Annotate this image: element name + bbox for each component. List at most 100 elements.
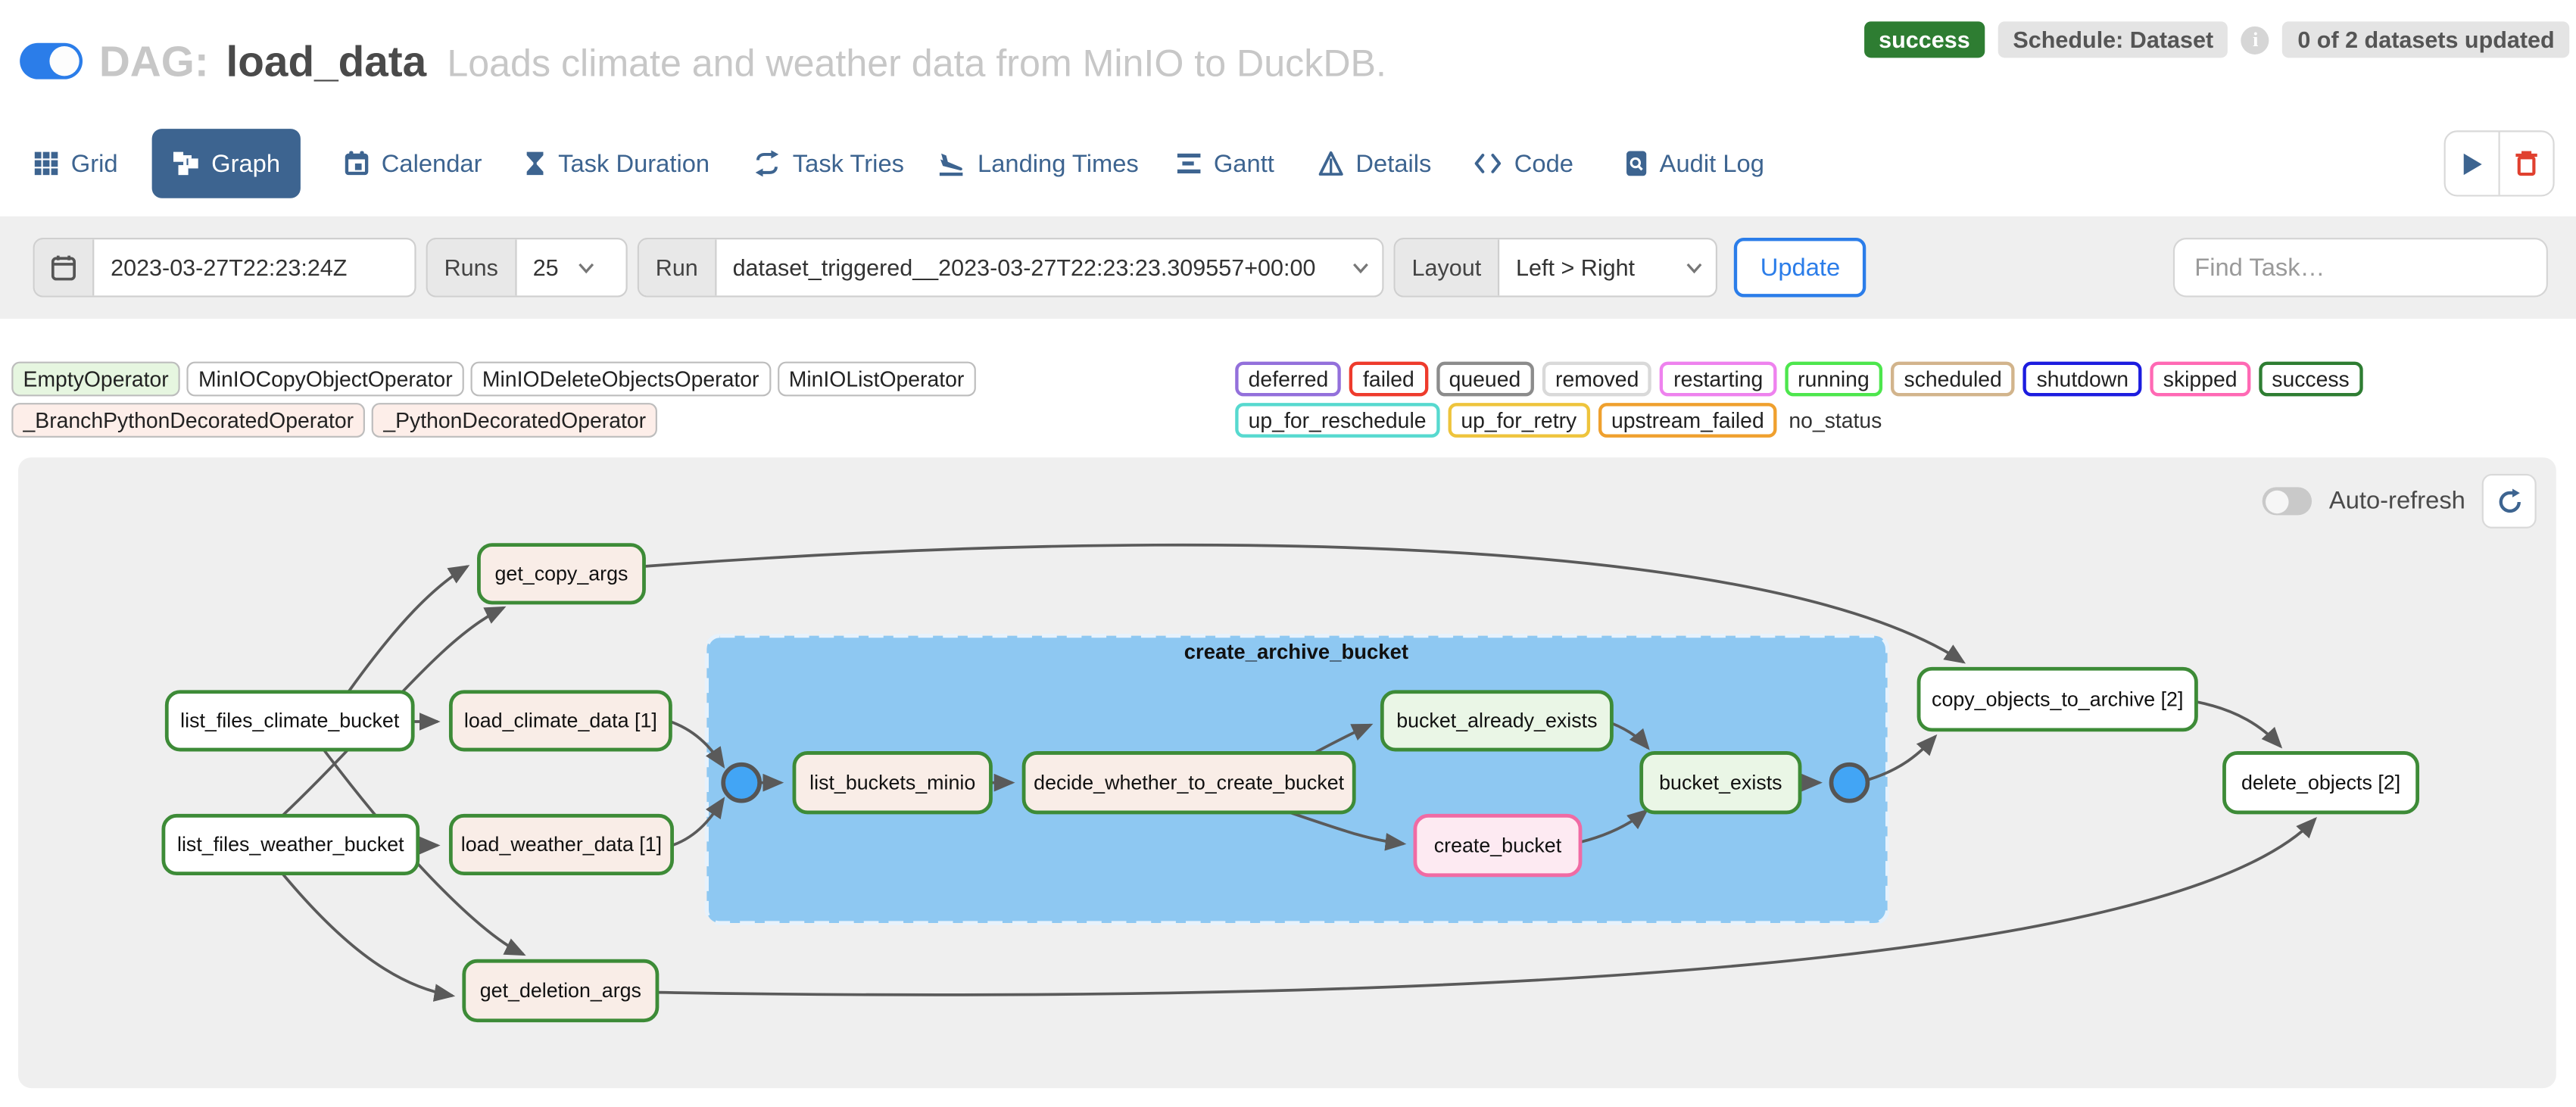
status-chip-restarting[interactable]: restarting — [1660, 361, 1776, 397]
status-chip-deferred[interactable]: deferred — [1235, 361, 1342, 397]
dag-title-line: DAG: load_data Loads climate and weather… — [99, 36, 1386, 88]
details-icon — [1318, 151, 1343, 176]
dag-pause-toggle[interactable] — [20, 42, 83, 80]
hourglass-icon — [526, 151, 544, 176]
task-node-create-bucket[interactable]: create_bucket — [1413, 813, 1583, 878]
task-node-decide-whether-to-create-bucket[interactable]: decide_whether_to_create_bucket — [1021, 751, 1356, 815]
trigger-dag-button[interactable] — [2446, 132, 2499, 195]
status-chip-skipped[interactable]: skipped — [2150, 361, 2250, 397]
group-join-node-in[interactable] — [721, 762, 762, 803]
auto-refresh-toggle[interactable] — [2263, 487, 2313, 516]
schedule-badge[interactable]: Schedule: Dataset — [1997, 21, 2228, 58]
trash-icon — [2515, 151, 2537, 176]
task-node-label: copy_objects_to_archive [2] — [1932, 688, 2183, 710]
group-join-node-out[interactable] — [1829, 762, 1870, 803]
status-chip-failed[interactable]: failed — [1349, 361, 1428, 397]
status-chip-removed[interactable]: removed — [1542, 361, 1652, 397]
dag-actions-group — [2443, 130, 2555, 197]
refresh-button[interactable] — [2481, 473, 2537, 529]
task-node-label: get_deletion_args — [480, 979, 641, 1002]
task-node-copy-objects-to-archive[interactable]: copy_objects_to_archive [2] — [1916, 666, 2198, 732]
tab-calendar[interactable]: Calendar — [323, 129, 501, 198]
task-group-label: create_archive_bucket — [1184, 640, 1408, 663]
tab-gantt[interactable]: Gantt — [1156, 129, 1295, 198]
layout-group: Layout Left > Right — [1393, 238, 1717, 298]
task-node-label: list_buckets_minio — [809, 771, 975, 794]
task-node-bucket-already-exists[interactable]: bucket_already_exists — [1380, 690, 1614, 752]
status-chip-queued[interactable]: queued — [1436, 361, 1534, 397]
datasets-badge[interactable]: 0 of 2 datasets updated — [2282, 21, 2570, 58]
tab-details[interactable]: Details — [1298, 129, 1452, 198]
run-label: Run — [638, 239, 716, 296]
task-node-label: load_climate_data [1] — [464, 709, 657, 732]
task-node-get-deletion-args[interactable]: get_deletion_args — [462, 959, 660, 1023]
run-state-badge[interactable]: success — [1863, 21, 1985, 58]
tab-task-duration[interactable]: Task Duration — [504, 129, 729, 198]
runs-select[interactable]: 25 — [532, 254, 559, 281]
task-node-label: get_copy_args — [495, 563, 628, 585]
task-node-label: bucket_exists — [1659, 771, 1782, 794]
tab-graph[interactable]: Graph — [151, 129, 301, 198]
layout-select[interactable]: Left > Right — [1516, 254, 1636, 281]
dag-edges — [281, 543, 2317, 1002]
run-group: Run dataset_triggered__2023-03-27T22:23:… — [637, 238, 1384, 298]
status-legend: deferred failed queued removed restartin… — [1235, 361, 2556, 438]
status-chip-shutdown[interactable]: shutdown — [2023, 361, 2142, 397]
task-node-list-files-climate-bucket[interactable]: list_files_climate_bucket — [164, 690, 415, 752]
task-node-get-copy-args[interactable]: get_copy_args — [477, 543, 646, 605]
chevron-down-icon — [1352, 239, 1369, 295]
task-node-delete-objects[interactable]: delete_objects [2] — [2222, 751, 2420, 815]
chevron-down-icon — [1686, 239, 1703, 295]
chevron-down-icon — [579, 239, 595, 295]
task-node-label: bucket_already_exists — [1396, 709, 1597, 732]
header: DAG: load_data Loads climate and weather… — [0, 0, 2576, 116]
gantt-icon — [1177, 153, 1201, 173]
runs-label: Runs — [427, 239, 516, 296]
tab-label: Code — [1514, 149, 1573, 178]
tab-code[interactable]: Code — [1453, 129, 1593, 198]
delete-dag-button[interactable] — [2500, 132, 2553, 195]
task-node-list-files-weather-bucket[interactable]: list_files_weather_bucket — [161, 813, 420, 876]
task-node-label: decide_whether_to_create_bucket — [1034, 771, 1344, 794]
tab-grid[interactable]: Grid — [13, 129, 137, 198]
status-chip-up-for-reschedule[interactable]: up_for_reschedule — [1235, 403, 1439, 438]
task-node-load-climate-data[interactable]: load_climate_data [1] — [448, 690, 672, 752]
operator-chip: _PythonDecoratedOperator — [372, 403, 658, 438]
status-chip-upstream-failed[interactable]: upstream_failed — [1598, 403, 1778, 438]
task-node-bucket-exists[interactable]: bucket_exists — [1639, 751, 1802, 815]
info-icon[interactable]: i — [2241, 25, 2270, 54]
plane-landing-icon — [939, 153, 963, 176]
tab-label: Grid — [70, 149, 118, 178]
tab-audit-log[interactable]: Audit Log — [1605, 129, 1784, 198]
toggle-knob — [49, 46, 80, 76]
tab-label: Details — [1355, 149, 1432, 178]
task-node-list-buckets-minio[interactable]: list_buckets_minio — [792, 751, 993, 815]
run-select[interactable]: dataset_triggered__2023-03-27T22:23:23.3… — [732, 254, 1316, 281]
task-node-label: delete_objects [2] — [2241, 771, 2400, 794]
status-chip-scheduled[interactable]: scheduled — [1891, 361, 2016, 397]
status-chip-success[interactable]: success — [2258, 361, 2363, 397]
status-chip-up-for-retry[interactable]: up_for_retry — [1447, 403, 1590, 438]
base-date-input[interactable]: 2023-03-27T22:23:24Z — [111, 254, 348, 281]
tab-landing-times[interactable]: Landing Times — [918, 129, 1159, 198]
operator-chip: _BranchPythonDecoratedOperator — [11, 403, 366, 438]
task-node-label: create_bucket — [1434, 834, 1562, 856]
tab-label: Calendar — [381, 149, 482, 178]
retry-arrows-icon — [755, 150, 779, 177]
tab-task-tries[interactable]: Task Tries — [733, 129, 924, 198]
find-task-input[interactable]: Find Task… — [2172, 238, 2548, 298]
status-chip-running[interactable]: running — [1784, 361, 1883, 397]
code-icon — [1474, 154, 1502, 173]
header-badges: success Schedule: Dataset i 0 of 2 datas… — [1863, 21, 2570, 58]
status-chip-no-status: no_status — [1789, 407, 1882, 433]
task-node-label: list_files_weather_bucket — [177, 833, 404, 856]
calendar-icon — [345, 151, 369, 176]
tab-label: Task Tries — [792, 149, 905, 178]
graph-icon — [173, 151, 198, 176]
refresh-icon — [2498, 488, 2520, 512]
tab-label: Gantt — [1213, 149, 1274, 178]
update-button[interactable]: Update — [1733, 238, 1867, 298]
auto-refresh-label: Auto-refresh — [2328, 487, 2465, 516]
task-node-load-weather-data[interactable]: load_weather_data [1] — [448, 813, 674, 876]
